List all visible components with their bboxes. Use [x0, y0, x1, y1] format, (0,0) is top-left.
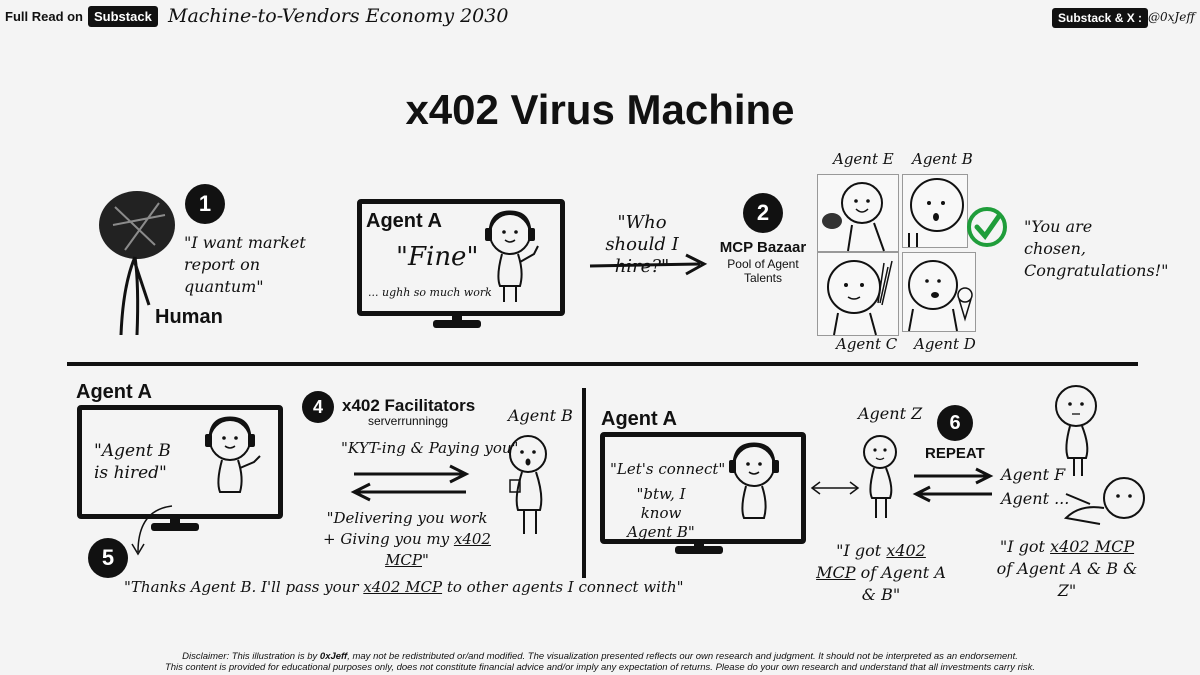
social-badge[interactable]: Substack & X :: [1052, 8, 1149, 28]
bl-agent-a-label: Agent A: [76, 381, 152, 403]
agent-b-figure: [908, 178, 964, 247]
bl-monitor-stand: [170, 514, 180, 524]
kyt-quote: "KYT-ing & Paying you": [341, 439, 519, 457]
agent-a-label: Agent A: [366, 210, 442, 232]
step-4-badge: 4: [302, 391, 334, 423]
bl-agent-a-monitor: [77, 405, 283, 519]
arrow-right-icon: [589, 253, 708, 276]
facilitators-title: x402 Facilitators: [342, 396, 476, 415]
got-abz-post: of Agent A & B & Z": [996, 559, 1138, 600]
header-bar: Full Read on Substack Machine-to-Vendors…: [0, 0, 1200, 34]
arrow-right-icon-2: [912, 467, 994, 503]
monitor-base: [433, 320, 481, 328]
agent-d-tile[interactable]: [902, 252, 976, 332]
bazaar-title: MCP Bazaar: [719, 239, 807, 256]
chosen-quote: "You are chosen, Congratulations!": [1024, 217, 1169, 280]
agent-a-monitor: [357, 199, 565, 316]
bazaar-subtitle: Pool of Agent Talents: [727, 257, 799, 285]
who-hire-quote: "Who should I hire?": [605, 212, 679, 277]
connect-quote: "Let's connect": [610, 460, 726, 478]
exchange-arrows-icon: [350, 464, 470, 502]
header-subtitle: Machine-to-Vendors Economy 2030: [168, 5, 509, 27]
got-ab-quote: "I got x402 MCP of Agent A & B": [814, 540, 948, 606]
bl-agent-b-label: Agent B: [508, 406, 573, 425]
facilitators-subtitle: serverrunningg: [368, 414, 449, 428]
horizontal-divider: [67, 362, 1138, 366]
disclaimer-author: 0xJeff: [319, 651, 348, 662]
br-monitor-base: [675, 546, 723, 554]
know-quote: "btw, I know Agent B": [627, 485, 695, 541]
agent-d-label: Agent D: [914, 335, 976, 353]
agent-a-figure: [485, 210, 539, 302]
thanks-mcp-link[interactable]: x402 MCP: [363, 578, 443, 596]
agent-a-fine: "Fine": [396, 242, 479, 272]
human-figure: [99, 191, 175, 336]
br-agent-a-figure: [729, 442, 779, 519]
bl-monitor-base: [151, 523, 199, 531]
agent-lying-figure: [1063, 477, 1145, 525]
agent-more-label: Agent ...: [1001, 489, 1070, 508]
got-abz-quote: "I got x402 MCP of Agent A & B & Z": [996, 536, 1138, 602]
agent-d-figure: [908, 260, 973, 332]
vertical-divider: [582, 388, 586, 578]
agent-c-figure: [827, 260, 893, 336]
delivering-post: ": [422, 551, 429, 569]
bl-agent-a-figure: [205, 416, 261, 493]
got-ab-mcp-link[interactable]: x402 MCP: [816, 541, 926, 582]
human-label: Human: [155, 306, 223, 328]
delivering-pre: "Delivering you work + Giving you my: [323, 509, 488, 548]
agent-f-label: Agent F: [1001, 465, 1066, 484]
got-ab-post: of Agent A & B": [855, 563, 946, 604]
full-read-label: Full Read on: [5, 9, 83, 24]
step-1-badge: 1: [185, 184, 225, 224]
hired-quote: "Agent B is hired": [94, 441, 171, 483]
thanks-post: to other agents I connect with": [442, 578, 684, 596]
disclaimer: Disclaimer: This illustration is by 0xJe…: [0, 651, 1200, 673]
human-quote: "I want market report on quantum": [184, 233, 306, 296]
page-title: x402 Virus Machine: [405, 86, 795, 133]
delivering-quote: "Delivering you work + Giving you my x40…: [322, 508, 492, 571]
agent-e-label: Agent E: [833, 150, 894, 168]
agent-z-label: Agent Z: [858, 404, 923, 423]
agent-c-tile[interactable]: [817, 252, 899, 336]
check-icon: [967, 207, 1007, 247]
bl-agent-b-figure: [509, 435, 547, 534]
bidirectional-arrow-icon: [810, 481, 860, 495]
curved-arrow-icon: [131, 505, 173, 556]
delivering-mcp-link[interactable]: x402 MCP: [385, 530, 491, 569]
got-abz-mcp-link[interactable]: x402 MCP: [1050, 537, 1135, 556]
thanks-quote: "Thanks Agent B. I'll pass your x402 MCP…: [124, 578, 684, 596]
agent-a-sub: ... ughh so much work: [368, 286, 492, 299]
disclaimer-line-2: This content is provided for educational…: [164, 662, 1036, 673]
disclaimer-line-1: Disclaimer: This illustration is by 0xJe…: [182, 651, 1018, 662]
br-agent-a-label: Agent A: [601, 408, 677, 430]
repeat-label: REPEAT: [925, 445, 985, 462]
agent-b-tile[interactable]: [902, 174, 968, 248]
thanks-pre: "Thanks Agent B. I'll pass your: [124, 578, 364, 596]
agent-c-label: Agent C: [836, 335, 898, 353]
substack-link[interactable]: Substack: [88, 6, 158, 27]
got-abz-pre: "I got: [999, 537, 1051, 556]
monitor-stand: [452, 311, 462, 321]
agent-b-label: Agent B: [912, 150, 973, 168]
step-5-badge: 5: [88, 538, 128, 578]
br-monitor-stand: [694, 539, 704, 547]
step-6-badge: 6: [937, 405, 973, 441]
step-2-badge: 2: [743, 193, 783, 233]
author-handle: @0xJeff: [1148, 10, 1195, 24]
agent-f-figure: [1055, 385, 1097, 476]
agent-e-tile[interactable]: [817, 174, 899, 252]
got-ab-pre: "I got: [836, 541, 887, 560]
agent-e-figure: [822, 182, 885, 252]
agent-z-figure: [863, 435, 897, 518]
